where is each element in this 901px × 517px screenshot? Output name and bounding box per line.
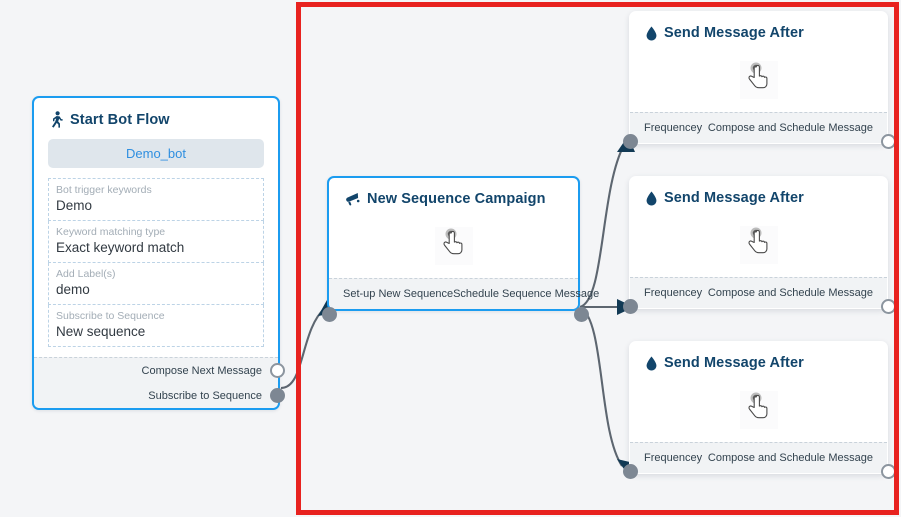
node-send-message-after-3[interactable]: Send Message After Frequencey Compose an… xyxy=(623,341,896,479)
field-add-labels[interactable]: Add Label(s) demo xyxy=(48,263,264,305)
running-person-icon xyxy=(50,111,63,128)
port-strip: Frequencey Compose and Schedule Message xyxy=(630,278,887,308)
port-dot-frequencey[interactable] xyxy=(623,299,638,314)
port-dot-subscribe-to-sequence[interactable] xyxy=(270,388,285,403)
port-label-schedule-sequence-message[interactable]: Schedule Sequence Message xyxy=(453,288,600,300)
bot-pill-demo-bot[interactable]: Demo_bot xyxy=(48,139,264,168)
field-subscribe-to-sequence[interactable]: Subscribe to Sequence New sequence xyxy=(48,305,264,347)
port-dot-compose-and-schedule-message[interactable] xyxy=(881,134,896,149)
port-dot-schedule-sequence-message[interactable] xyxy=(574,307,589,322)
field-value: demo xyxy=(56,282,90,297)
port-label-frequencey[interactable]: Frequencey xyxy=(644,122,703,134)
megaphone-icon xyxy=(345,192,360,206)
port-dot-setup-new-sequence[interactable] xyxy=(322,307,337,322)
field-keyword-matching-type[interactable]: Keyword matching type Exact keyword matc… xyxy=(48,221,264,263)
port-label: Compose Next Message xyxy=(141,364,262,377)
port-row-compose-next-message[interactable]: Compose Next Message xyxy=(34,358,285,383)
hand-pointer-cursor-icon xyxy=(432,225,476,269)
node-body-placeholder xyxy=(329,216,578,278)
field-bot-trigger-keywords[interactable]: Bot trigger keywords Demo xyxy=(48,178,264,221)
node-body-placeholder xyxy=(630,215,887,277)
hand-pointer-cursor-icon xyxy=(737,59,781,103)
port-strip: Frequencey Compose and Schedule Message xyxy=(630,443,887,473)
port-dot-compose-and-schedule-message[interactable] xyxy=(881,299,896,314)
node-header: Send Message After xyxy=(630,12,887,50)
water-drop-icon xyxy=(646,26,657,41)
port-label-compose-and-schedule-message[interactable]: Compose and Schedule Message xyxy=(707,452,873,464)
node-send-message-after-1[interactable]: Send Message After Frequencey Compose an… xyxy=(623,11,896,149)
node-new-sequence-campaign[interactable]: New Sequence Campaign Set-up New Sequenc… xyxy=(322,176,599,322)
hand-pointer-cursor-icon xyxy=(737,389,781,433)
port-label-compose-and-schedule-message[interactable]: Compose and Schedule Message xyxy=(707,287,873,299)
field-label: Add Label(s) xyxy=(56,268,116,280)
node-footer: Compose Next Message Subscribe to Sequen… xyxy=(34,357,285,408)
field-value: Demo xyxy=(56,198,93,213)
node-start-bot-flow[interactable]: Start Bot Flow Demo_bot Bot trigger keyw… xyxy=(32,96,285,410)
field-value: New sequence xyxy=(56,324,146,339)
node-title: Send Message After xyxy=(664,355,804,371)
port-label-compose-and-schedule-message[interactable]: Compose and Schedule Message xyxy=(707,122,873,134)
wire-sequence-to-msg1 xyxy=(579,144,625,309)
port-label: Subscribe to Sequence xyxy=(148,389,262,402)
node-header: Start Bot Flow xyxy=(34,98,278,137)
wire-start-to-sequence xyxy=(280,307,326,390)
port-dot-frequencey[interactable] xyxy=(623,464,638,479)
port-label-frequencey[interactable]: Frequencey xyxy=(644,287,703,299)
spacer xyxy=(34,347,278,357)
node-header: Send Message After xyxy=(630,342,887,380)
port-dot-compose-next-message[interactable] xyxy=(270,363,285,378)
port-dot-compose-and-schedule-message[interactable] xyxy=(881,464,896,479)
node-header: New Sequence Campaign xyxy=(329,178,578,216)
field-label: Keyword matching type xyxy=(56,226,166,238)
node-footer: Frequencey Compose and Schedule Message xyxy=(623,442,896,479)
port-dot-frequencey[interactable] xyxy=(623,134,638,149)
node-title: Send Message After xyxy=(664,190,804,206)
port-strip: Set-up New Sequence Schedule Sequence Me… xyxy=(329,279,599,309)
field-label: Bot trigger keywords xyxy=(56,184,152,196)
water-drop-icon xyxy=(646,191,657,206)
port-label-setup-new-sequence[interactable]: Set-up New Sequence xyxy=(343,288,454,300)
node-body-placeholder xyxy=(630,50,887,112)
node-title: Send Message After xyxy=(664,25,804,41)
port-row-subscribe-to-sequence[interactable]: Subscribe to Sequence xyxy=(34,383,285,408)
node-footer: Set-up New Sequence Schedule Sequence Me… xyxy=(322,278,599,322)
field-label: Subscribe to Sequence xyxy=(56,310,165,322)
node-body-placeholder xyxy=(630,380,887,442)
wire-sequence-to-msg3 xyxy=(579,306,623,467)
hand-pointer-cursor-icon xyxy=(737,224,781,268)
field-value: Exact keyword match xyxy=(56,240,185,255)
port-strip: Frequencey Compose and Schedule Message xyxy=(630,113,887,143)
water-drop-icon xyxy=(646,356,657,371)
node-footer: Frequencey Compose and Schedule Message xyxy=(623,112,896,149)
node-title: New Sequence Campaign xyxy=(367,191,546,207)
port-label-frequencey[interactable]: Frequencey xyxy=(644,452,703,464)
node-send-message-after-2[interactable]: Send Message After Frequencey Compose an… xyxy=(623,176,896,314)
node-header: Send Message After xyxy=(630,177,887,215)
field-list: Bot trigger keywords Demo Keyword matchi… xyxy=(48,178,264,347)
node-footer: Frequencey Compose and Schedule Message xyxy=(623,277,896,314)
node-title: Start Bot Flow xyxy=(70,111,170,128)
